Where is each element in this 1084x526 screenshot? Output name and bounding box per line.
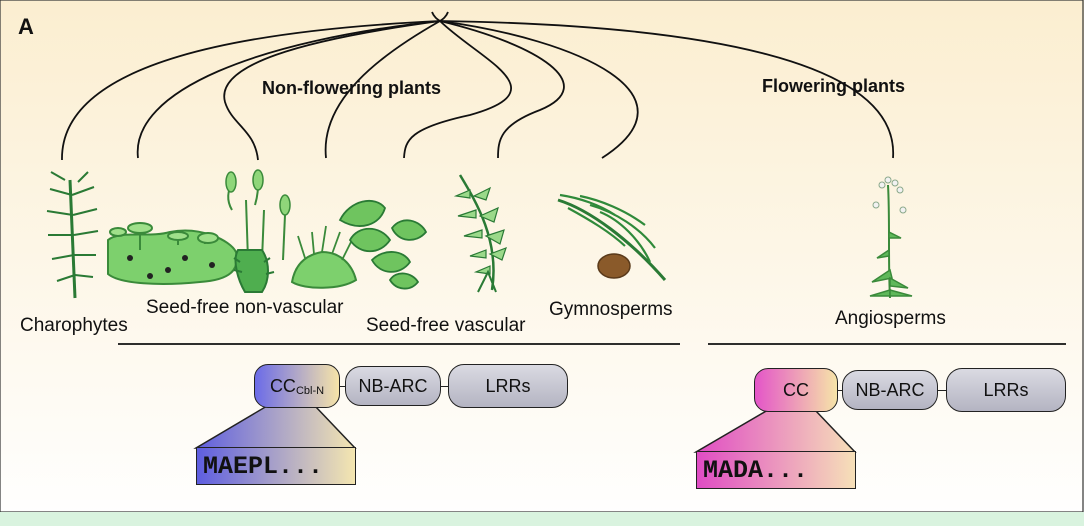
- linker: [340, 386, 345, 387]
- nbarc-domain-flowering: NB-ARC: [842, 370, 938, 410]
- plant-moss: [225, 169, 291, 293]
- nbarc-label: NB-ARC: [358, 375, 428, 396]
- label-seed-free-nonvascular: Seed-free non-vascular: [146, 297, 344, 318]
- bottom-strip: [0, 512, 1084, 526]
- sequence-mae-pl: MAEPL...: [196, 447, 356, 485]
- nbarc-domain: NB-ARC: [345, 366, 441, 406]
- plant-gymnosperm: [557, 193, 667, 281]
- branch-angiosperms: [439, 20, 894, 159]
- lrrs-label: LRRs: [485, 375, 531, 396]
- cc-domain-flowering: CC: [754, 368, 838, 412]
- linker: [441, 386, 448, 387]
- linker: [838, 390, 842, 391]
- plant-fern-seedfree: [338, 199, 428, 290]
- label-seed-free-vascular: Seed-free vascular: [366, 315, 526, 336]
- nbarc-flowering-label: NB-ARC: [855, 379, 925, 400]
- lrrs-domain: LRRs: [448, 364, 568, 408]
- branch-seedfree-vascular-2: [439, 20, 565, 159]
- lrrs-flowering-label: LRRs: [983, 379, 1029, 400]
- branch-seedfree-2: [223, 20, 441, 161]
- branch-seedfree-vascular: [403, 20, 512, 159]
- branch-seedfree-1: [136, 20, 441, 159]
- cc-domain-label: CC: [269, 375, 296, 396]
- branch-gymnosperms: [439, 20, 639, 159]
- plant-angiosperm: [869, 176, 913, 299]
- plant-fern-vascular: [453, 174, 507, 293]
- group-title-flowering: Flowering plants: [762, 76, 906, 96]
- label-angiosperms: Angiosperms: [835, 308, 946, 329]
- label-gymnosperms: Gymnosperms: [549, 299, 673, 320]
- phylogeny-tree: [61, 11, 894, 161]
- branch-charophytes: [61, 20, 441, 161]
- group-title-nonflowering: Non-flowering plants: [262, 78, 441, 98]
- branch-seedfree-3: [324, 20, 441, 159]
- plant-liverwort: [107, 222, 238, 285]
- cbl-n-subscript: Cbl-N: [295, 385, 325, 397]
- label-charophytes: Charophytes: [20, 315, 128, 336]
- plant-hornwort: [290, 225, 358, 289]
- cc-flowering-label: CC: [783, 379, 809, 400]
- plant-charophyte: [46, 171, 99, 299]
- panel-letter: A: [18, 14, 34, 39]
- linker: [938, 390, 946, 391]
- sequence-mada: MADA...: [696, 451, 856, 489]
- lrrs-domain-flowering: LRRs: [946, 368, 1066, 412]
